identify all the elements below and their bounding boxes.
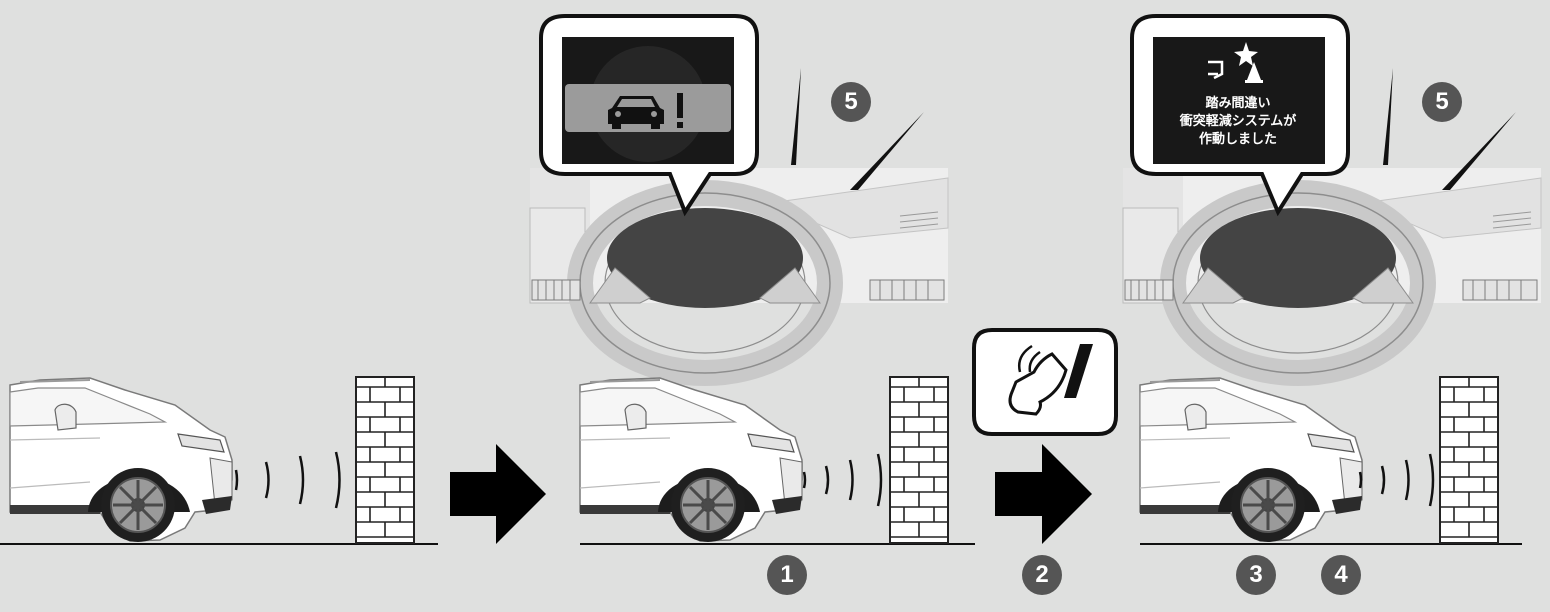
system-active-display-bubble — [1130, 14, 1350, 217]
display-message-line-2: 衝突軽減システムが — [1179, 114, 1297, 129]
display-message-line-3: 作動しました — [1198, 132, 1277, 147]
step-badge-2: 2 — [1022, 555, 1062, 595]
brick-wall-icon — [1439, 376, 1499, 544]
sonar-wave-icon — [1358, 453, 1435, 507]
step-badge-3: 3 — [1236, 555, 1276, 595]
step-badge-1: 1 — [767, 555, 807, 595]
vehicle-scene-1 — [8, 376, 234, 544]
step-badge-5-left: 5 — [831, 82, 871, 122]
step-badge-4: 4 — [1321, 555, 1361, 595]
vehicle-scene-2 — [578, 376, 804, 544]
dashboard-left — [530, 168, 948, 373]
sonar-wave-icon — [234, 451, 341, 509]
step-badge-5-right: 5 — [1422, 82, 1462, 122]
warning-display-bubble — [539, 14, 759, 217]
right-arrow-icon — [995, 444, 1092, 544]
alert-beep-left — [791, 68, 924, 190]
car-exclamation-icon — [608, 93, 683, 129]
display-message-line-1: 踏み間違い — [1205, 96, 1271, 111]
sonar-wave-icon — [802, 453, 883, 507]
vehicle-scene-3 — [1138, 376, 1364, 544]
right-arrow-icon — [450, 444, 546, 544]
brick-wall-icon — [355, 376, 415, 544]
display-message: 踏み間違い 衝突軽減システムが 作動しました — [1153, 95, 1323, 149]
alert-beep-right — [1383, 68, 1516, 190]
pedal-misapplication-icon — [1208, 42, 1263, 83]
brick-wall-icon — [889, 376, 949, 544]
dashboard-right — [1123, 168, 1541, 373]
foot-on-accelerator-icon — [1008, 344, 1093, 416]
system-active-display-screen — [1153, 37, 1325, 164]
foot-on-accelerator-bubble — [972, 328, 1118, 436]
